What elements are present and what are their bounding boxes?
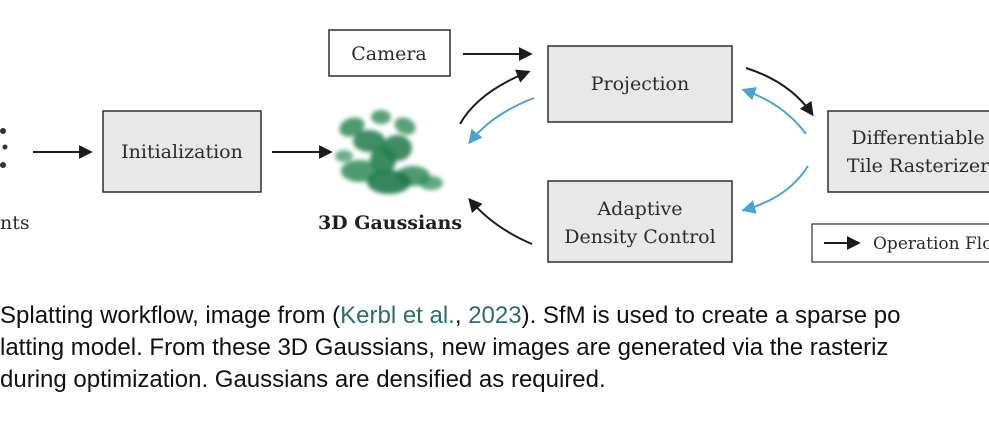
- figure-caption: Splatting workflow, image from (Kerbl et…: [0, 300, 989, 396]
- caption-line-2: latting model. From these 3D Gaussians, …: [0, 334, 889, 361]
- citation-author-link[interactable]: Kerbl et al.: [340, 302, 455, 329]
- workflow-diagram: nts Initialization 3D Gaussians Camera P…: [0, 29, 989, 263]
- gradient-arrow-projection-to-gaussians: [468, 97, 535, 145]
- gaussians-label: 3D Gaussians: [318, 212, 462, 234]
- legend: Operation Flo: [811, 223, 989, 263]
- caption-line-3: during optimization. Gaussians are densi…: [0, 366, 606, 393]
- rasterizer-label-line1: Differentiable: [851, 127, 984, 149]
- adaptive-density-box: Adaptive Density Control: [547, 180, 733, 263]
- arrow-gaussians-to-projection: [459, 69, 531, 125]
- sfm-points-icon: [0, 128, 8, 168]
- rasterizer-label-line2: Tile Rasterizer: [847, 155, 989, 177]
- projection-label: Projection: [591, 73, 689, 95]
- initialization-box: Initialization: [102, 110, 262, 193]
- projection-box: Projection: [547, 45, 733, 123]
- arrow-adaptive-to-gaussians: [468, 197, 533, 245]
- camera-label: Camera: [351, 43, 427, 65]
- camera-box: Camera: [328, 29, 451, 77]
- legend-label: Operation Flo: [873, 234, 989, 254]
- initialization-label: Initialization: [121, 141, 243, 163]
- caption-line-1: Splatting workflow, image from (Kerbl et…: [0, 302, 901, 329]
- adaptive-label-line1: Adaptive: [596, 198, 682, 220]
- rasterizer-box: Differentiable Tile Rasterizer: [827, 110, 989, 193]
- sfm-points-label: nts: [0, 212, 30, 234]
- citation-year-link[interactable]: 2023: [468, 302, 522, 329]
- gradient-arrow-rasterizer-to-projection: [741, 87, 807, 135]
- arrow-projection-to-rasterizer: [745, 67, 814, 117]
- adaptive-label-line2: Density Control: [564, 226, 715, 248]
- gaussians-icon: [335, 110, 443, 194]
- gradient-arrow-rasterizer-to-adaptive: [741, 165, 809, 214]
